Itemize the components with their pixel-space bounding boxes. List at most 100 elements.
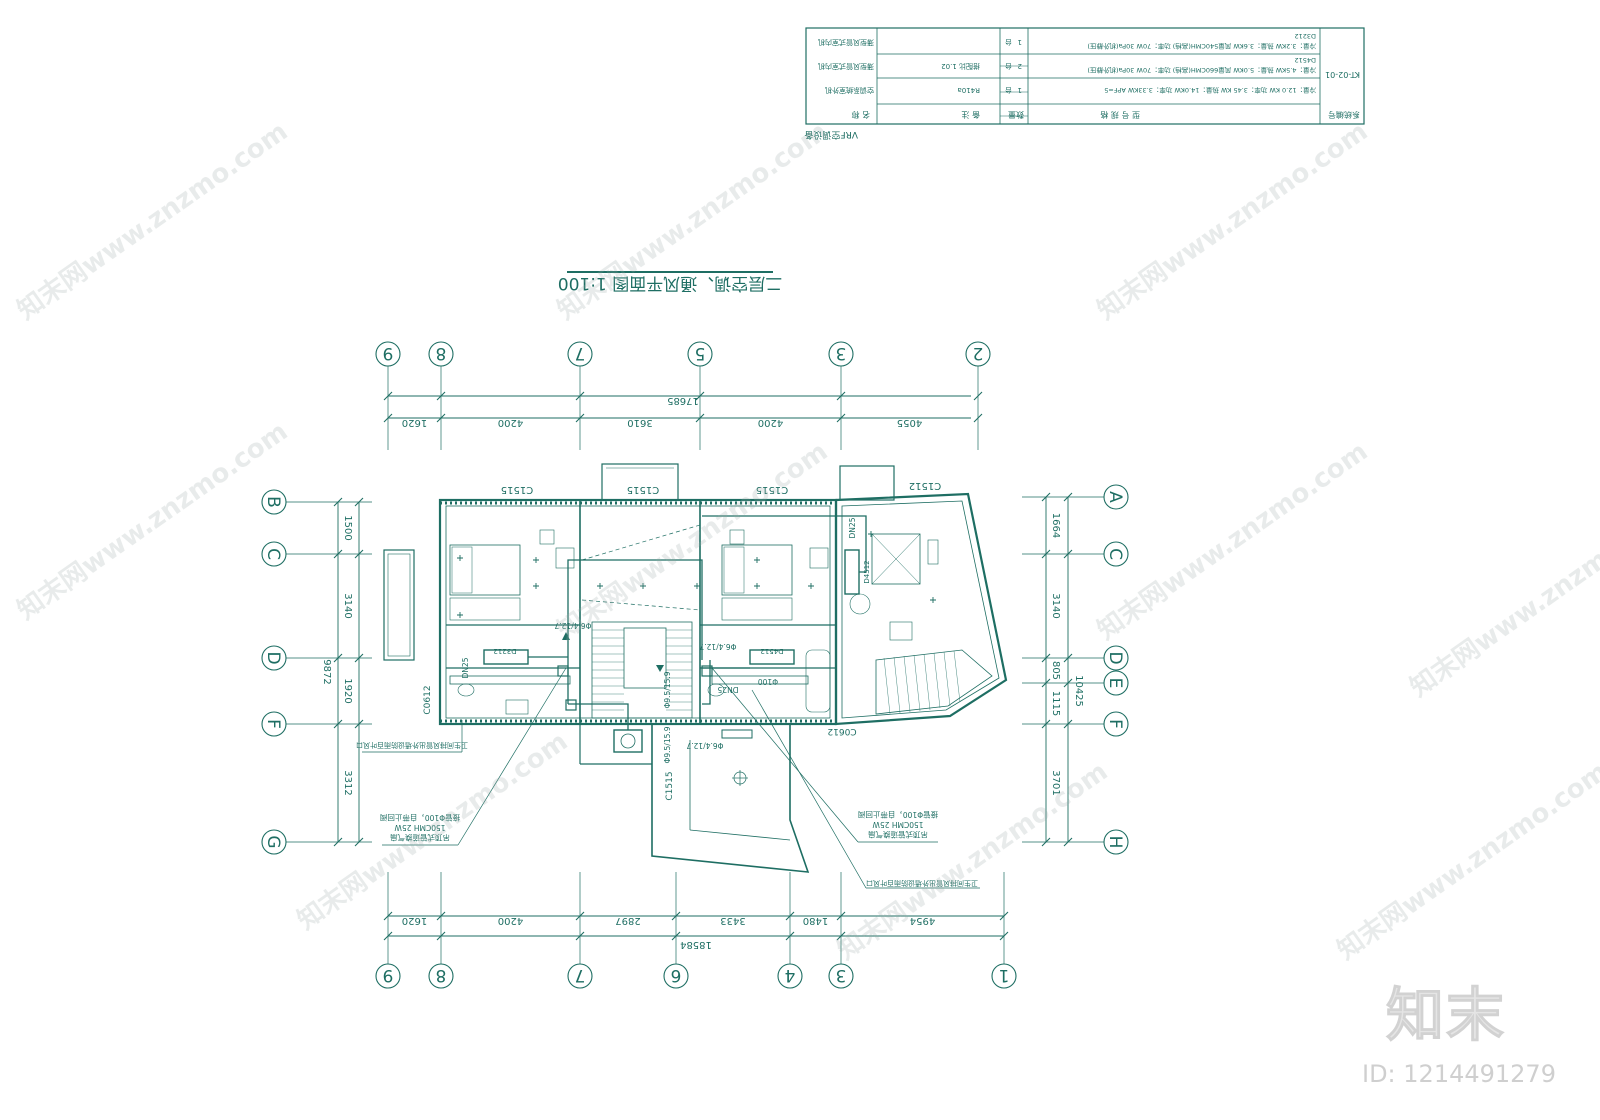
pipe-label-3: Φ9.5/15.9 xyxy=(663,671,672,708)
watermark-8: 知末网www.znzmo.com xyxy=(832,757,1113,966)
drain-label-1: DN25 xyxy=(461,657,470,678)
axis-right-5-label: H xyxy=(1105,836,1125,849)
duct-size-label: Φ100 xyxy=(758,677,778,686)
dim-bottom-0: 1620 xyxy=(402,915,427,926)
duct-note-right: 卫生间排风管出外墙设防雨百叶风口 xyxy=(866,879,978,888)
axis-bottom-0-circle xyxy=(375,963,401,989)
table-row-1-name: 空调系统室外机 xyxy=(825,86,874,95)
axis-right-2-label: D xyxy=(1105,651,1125,664)
watermark-9: 知末网www.znzmo.com xyxy=(1332,757,1600,966)
axis-bottom-3-label: 6 xyxy=(671,965,682,985)
unit-label-middle: D4512 xyxy=(760,647,783,655)
axis-left-0-label: B xyxy=(263,496,283,508)
table-header-qty: 数量 xyxy=(1008,110,1024,120)
plan-annotations: C1515 C1515 C1515 C1512 C1515 C0612 C061… xyxy=(356,480,978,888)
dim-bottom-2: 2897 xyxy=(615,915,640,926)
dim-right-0: 1664 xyxy=(1050,513,1061,538)
axis-top-1-circle xyxy=(428,341,454,367)
dim-top-2: 3610 xyxy=(627,417,652,428)
dim-top-0: 1620 xyxy=(402,417,427,428)
dim-top-1: 4200 xyxy=(498,417,523,428)
axis-left-3-label: F xyxy=(263,719,283,729)
axis-bottom-0-label: 9 xyxy=(383,965,394,985)
furniture xyxy=(449,529,939,786)
axis-left-0-circle xyxy=(261,489,287,515)
dim-right-2: 805 xyxy=(1050,661,1061,680)
axis-bottom-2-label: 7 xyxy=(575,965,586,985)
door-label-left: C0612 xyxy=(423,685,433,714)
table-system-no: KT-02-01 xyxy=(1325,70,1360,79)
table-row-1-note: R410a xyxy=(957,86,980,94)
axis-bottom-5-circle xyxy=(828,963,854,989)
hvac-equipment xyxy=(362,515,980,889)
window-label-4: C1512 xyxy=(909,480,941,491)
table-row-2-qty: 2 xyxy=(1018,62,1022,70)
axis-right-1-label: C xyxy=(1105,548,1125,560)
axis-right-3-label: E xyxy=(1105,678,1125,689)
dim-top-4: 4055 xyxy=(897,417,922,428)
table-row-2-code: D4512 xyxy=(1294,56,1316,64)
axis-top-2-label: 7 xyxy=(575,343,586,363)
brand-id: ID: 1214491279 xyxy=(1362,1060,1556,1088)
pipe-label-2: Φ6.4/12.7 xyxy=(699,642,736,651)
dim-right-1: 3140 xyxy=(1050,593,1061,618)
axis-right-4-circle xyxy=(1103,711,1129,737)
axis-left-1-circle xyxy=(261,541,287,567)
dim-top-3: 4200 xyxy=(758,417,783,428)
dim-bottom-5: 4954 xyxy=(910,915,935,926)
table-row-2-spec: 冷量：4.5KW 热量：5.0KW 风量660CMH(高档) 功率：70W 30… xyxy=(1087,66,1316,75)
axis-bottom-4-label: 4 xyxy=(785,965,796,985)
axis-top-4-label: 3 xyxy=(836,343,847,363)
drawing-title-text: 二层空调、通风平面图 1:100 xyxy=(558,273,782,293)
dim-left-3: 3312 xyxy=(342,770,353,795)
fan-note-right-1: 吊顶式管道换气扇 xyxy=(868,830,928,840)
axis-left-4-circle xyxy=(261,829,287,855)
axis-left-2-label: D xyxy=(263,651,283,664)
window-label-3: C1515 xyxy=(756,484,788,495)
watermark-10: 知末网www.znzmo.com xyxy=(1405,494,1600,703)
table-header-name: 名 称 xyxy=(851,110,870,120)
dim-bottom-4: 1480 xyxy=(803,915,828,926)
axis-top-0-circle xyxy=(375,341,401,367)
brand-stamp: 知末 ID: 1214491279 xyxy=(1362,968,1592,1098)
axis-bottom-6-label: 1 xyxy=(999,965,1010,985)
duct-note-left: 卫生间排风管出外墙设防雨百叶风口 xyxy=(356,741,468,750)
indoor-unit-middle xyxy=(749,649,795,665)
fan-note-left-2: 150CMH 25W xyxy=(394,823,446,832)
axis-bottom-3-circle xyxy=(663,963,689,989)
dim-left-2: 1920 xyxy=(342,678,353,703)
table-row-3-qty: 1 xyxy=(1018,38,1022,46)
axis-top-5-circle xyxy=(965,341,991,367)
table-header-note: 备 注 xyxy=(961,110,980,120)
axis-right-2-circle xyxy=(1103,645,1129,671)
dim-left-0: 1500 xyxy=(342,515,353,540)
axis-bottom-1-label: 8 xyxy=(436,965,447,985)
axis-bottom-1-circle xyxy=(428,963,454,989)
watermark-4: 知末网www.znzmo.com xyxy=(12,417,293,626)
window-label-1: C1515 xyxy=(501,484,533,495)
dim-left-1: 3140 xyxy=(342,593,353,618)
table-row-1-unit: 台 xyxy=(1005,86,1012,95)
pipe-label-5: Φ6.4/12.7 xyxy=(686,741,723,750)
axis-right-4-label: F xyxy=(1105,719,1125,729)
dim-bottom-total: 18584 xyxy=(680,939,712,950)
watermark-7: 知末网www.znzmo.com xyxy=(292,727,573,936)
fan-note-left-1: 吊顶式管道换气扇 xyxy=(390,833,450,843)
table-row-2-name: 薄型风管式室内机 xyxy=(818,62,874,71)
dim-right-total: 10425 xyxy=(1073,675,1084,707)
axis-left-4-label: G xyxy=(263,835,283,848)
dim-right-4: 3701 xyxy=(1050,770,1061,795)
watermark-1: 知末网www.znzmo.com xyxy=(12,117,293,326)
pipe-label-1: Φ6.4/12.7 xyxy=(554,621,591,630)
axis-bottom-4-circle xyxy=(777,963,803,989)
brand-logo: 知末 xyxy=(1385,981,1507,1050)
indoor-unit-right xyxy=(844,549,860,595)
drawing-title: 二层空调、通风平面图 1:100 xyxy=(558,271,782,293)
axis-right-0-circle xyxy=(1103,484,1129,510)
door-label-right: C0612 xyxy=(827,726,856,736)
table-row-1-spec: 冷量：12.0 KW 功率：3.45 KW 热量：14.0KW 功率：3.33K… xyxy=(1104,86,1316,95)
stairs xyxy=(591,621,993,719)
watermarks: 知末网www.znzmo.com 知末网www.znzmo.com 知末网www… xyxy=(12,117,1600,966)
dim-left-total: 9872 xyxy=(321,659,332,684)
